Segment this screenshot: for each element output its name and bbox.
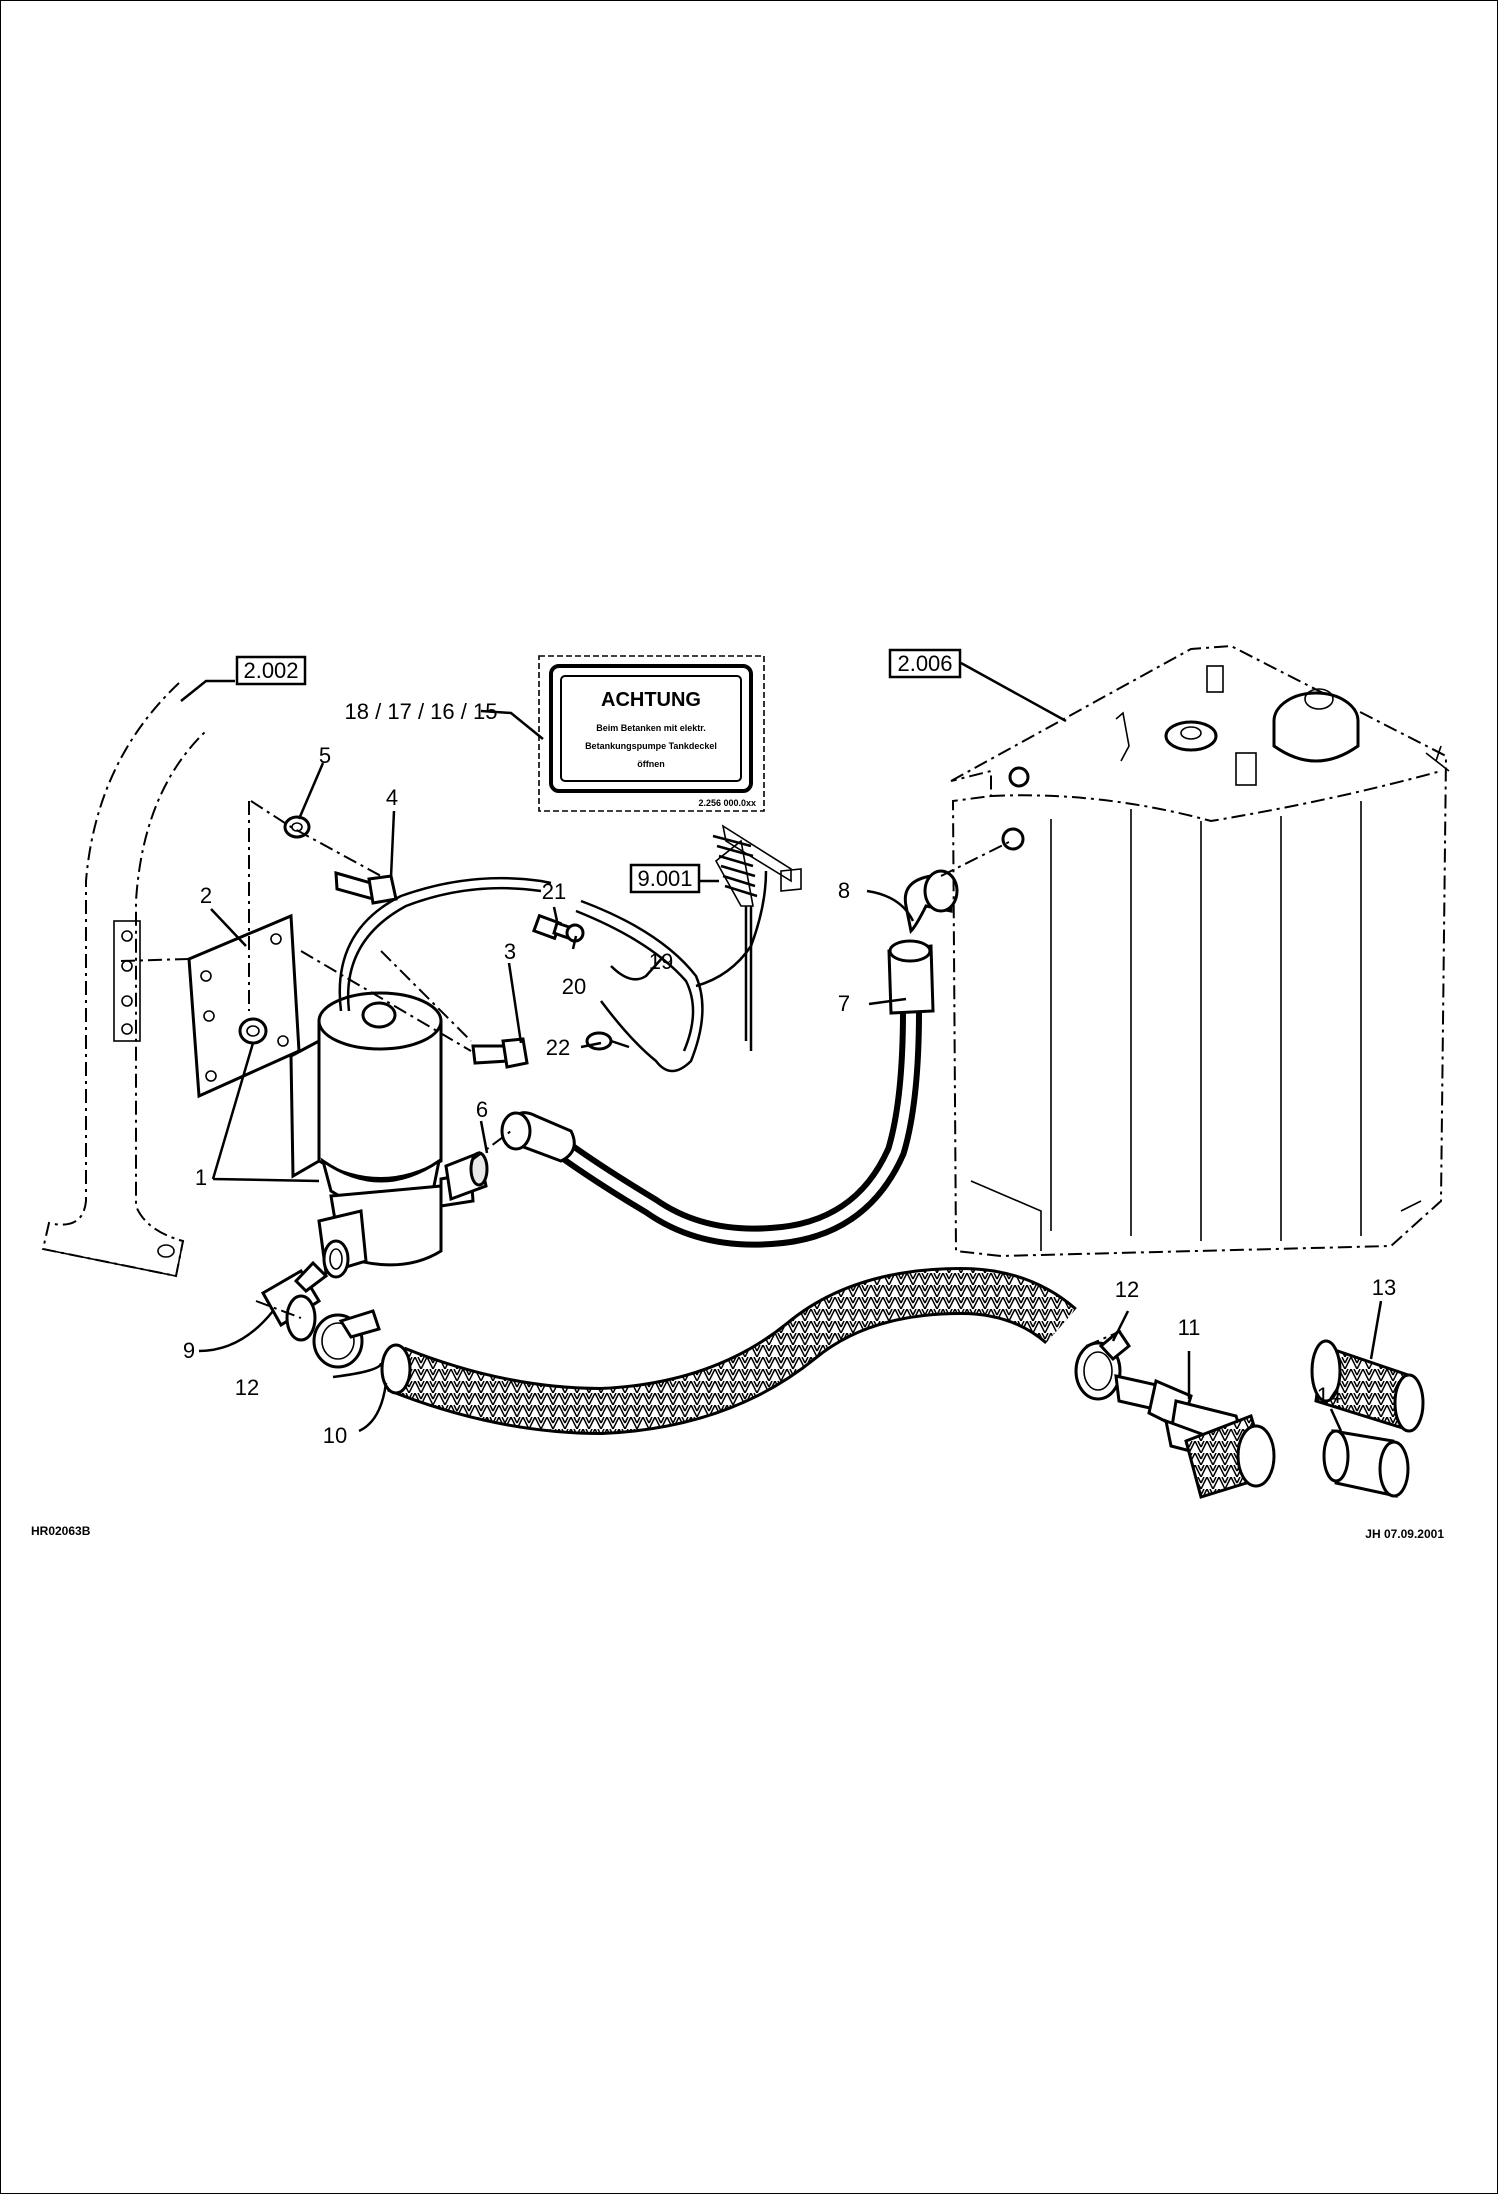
callout-3: 3 — [504, 939, 516, 964]
ref-frame-label: 2.002 — [243, 658, 298, 683]
callout-19: 19 — [649, 949, 673, 974]
strainer-insert — [1310, 1339, 1425, 1433]
callout-7: 7 — [838, 991, 850, 1016]
author-date: JH 07.09.2001 — [1365, 1527, 1444, 1541]
frame-post — [41, 682, 207, 1278]
warning-sign: ACHTUNG Beim Betanken mit elektr. Betank… — [538, 655, 765, 812]
callout-11: 11 — [1178, 1315, 1201, 1340]
callout-labels: 1 2 3 4 5 6 7 8 9 10 11 12 12 13 14 18 /… — [183, 699, 1396, 1448]
callout-13: 13 — [1372, 1275, 1396, 1300]
warning-line-1: Beim Betanken mit elektr. — [596, 723, 706, 733]
callout-2: 2 — [200, 883, 212, 908]
callout-14: 14 — [1317, 1383, 1341, 1408]
warning-heading: ACHTUNG — [601, 689, 701, 711]
warning-part-no: 2.256 000.0xx — [698, 798, 756, 808]
drawing-id: HR02063B — [31, 1524, 91, 1538]
callout-1: 1 — [195, 1165, 207, 1190]
warning-line-2: Betankungspumpe Tankdeckel — [585, 741, 717, 751]
leader-lines — [180, 661, 1383, 1433]
suction-hose — [260, 1260, 1276, 1499]
ref-tank-label: 2.006 — [897, 651, 952, 676]
warning-line-3: öffnen — [637, 759, 665, 769]
cap — [1322, 1429, 1410, 1498]
mounting-plate — [187, 913, 321, 1179]
callout-9: 9 — [183, 1338, 195, 1363]
callout-12-right: 12 — [1115, 1277, 1139, 1302]
callout-4: 4 — [386, 785, 398, 810]
fuel-pump — [317, 991, 475, 1279]
callout-22: 22 — [546, 1035, 570, 1060]
ref-box-tank — [888, 648, 962, 679]
callout-21: 21 — [542, 879, 566, 904]
callout-5: 5 — [319, 743, 331, 768]
wiring-cable — [338, 824, 802, 1073]
callout-8: 8 — [838, 878, 850, 903]
center-lines — [120, 800, 1122, 1347]
callout-12-left: 12 — [235, 1375, 259, 1400]
ref-box-wiring — [629, 863, 701, 894]
ref-box-frame — [235, 655, 307, 686]
callout-20: 20 — [562, 974, 586, 999]
fuel-tank — [950, 644, 1450, 1258]
callout-6: 6 — [476, 1097, 488, 1122]
reference-boxes: 2.002 2.006 9.001 — [235, 648, 962, 894]
callout-10: 10 — [323, 1423, 347, 1448]
pressure-hose — [444, 869, 959, 1248]
ref-wiring-label: 9.001 — [637, 866, 692, 891]
callout-15-18: 18 / 17 / 16 / 15 — [345, 699, 498, 724]
bolts-washers — [283, 815, 529, 1069]
